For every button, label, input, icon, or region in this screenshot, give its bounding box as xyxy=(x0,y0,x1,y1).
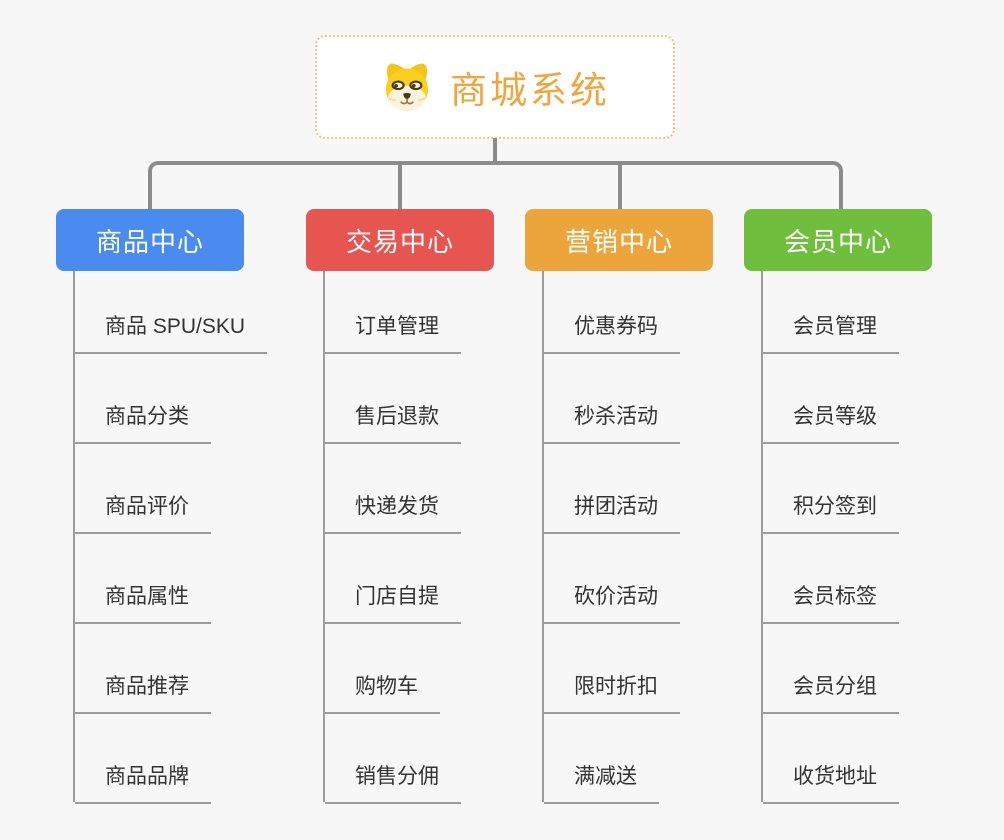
leaf-item[interactable]: 会员分组 xyxy=(763,672,899,714)
leaf-item[interactable]: 商品属性 xyxy=(75,582,211,624)
root-node[interactable]: 商城系统 xyxy=(315,35,675,139)
connector-stub-marketing xyxy=(618,163,622,209)
leaf-item[interactable]: 订单管理 xyxy=(325,312,461,354)
leaf-item[interactable]: 会员管理 xyxy=(763,312,899,354)
leaf-item[interactable]: 优惠券码 xyxy=(544,312,680,354)
dog-face-icon xyxy=(385,63,429,111)
connector-stub-trade xyxy=(398,163,402,209)
branch-column-marketing: 优惠券码 秒杀活动 拼团活动 砍价活动 限时折扣 满减送 xyxy=(542,271,778,804)
leaf-item[interactable]: 商品评价 xyxy=(75,492,211,534)
leaf-item[interactable]: 砍价活动 xyxy=(544,582,680,624)
leaf-item[interactable]: 门店自提 xyxy=(325,582,461,624)
leaf-item[interactable]: 拼团活动 xyxy=(544,492,680,534)
branch-node-product-center[interactable]: 商品中心 xyxy=(56,209,244,271)
leaf-item[interactable]: 售后退款 xyxy=(325,402,461,444)
branch-node-trade-center[interactable]: 交易中心 xyxy=(306,209,494,271)
leaf-item[interactable]: 会员标签 xyxy=(763,582,899,624)
branch-node-marketing-center[interactable]: 营销中心 xyxy=(525,209,713,271)
leaf-item[interactable]: 购物车 xyxy=(325,672,440,714)
leaf-item[interactable]: 积分签到 xyxy=(763,492,899,534)
branch-column-trade: 订单管理 售后退款 快递发货 门店自提 购物车 销售分佣 xyxy=(323,271,559,804)
branch-column-product: 商品 SPU/SKU 商品分类 商品评价 商品属性 商品推荐 商品品牌 xyxy=(73,271,309,804)
leaf-item[interactable]: 收货地址 xyxy=(763,762,899,804)
leaf-item[interactable]: 满减送 xyxy=(544,762,659,804)
connector-bus-line xyxy=(148,161,843,209)
leaf-item[interactable]: 会员等级 xyxy=(763,402,899,444)
leaf-item[interactable]: 秒杀活动 xyxy=(544,402,680,444)
leaf-item[interactable]: 商品品牌 xyxy=(75,762,211,804)
branch-column-member: 会员管理 会员等级 积分签到 会员标签 会员分组 收货地址 xyxy=(761,271,997,804)
leaf-item[interactable]: 商品分类 xyxy=(75,402,211,444)
leaf-item[interactable]: 限时折扣 xyxy=(544,672,680,714)
branch-node-member-center[interactable]: 会员中心 xyxy=(744,209,932,271)
leaf-item[interactable]: 销售分佣 xyxy=(325,762,461,804)
leaf-item[interactable]: 快递发货 xyxy=(325,492,461,534)
leaf-item[interactable]: 商品推荐 xyxy=(75,672,211,714)
connector-root-stub xyxy=(493,138,497,164)
root-title: 商城系统 xyxy=(450,70,610,111)
leaf-item[interactable]: 商品 SPU/SKU xyxy=(75,312,268,354)
